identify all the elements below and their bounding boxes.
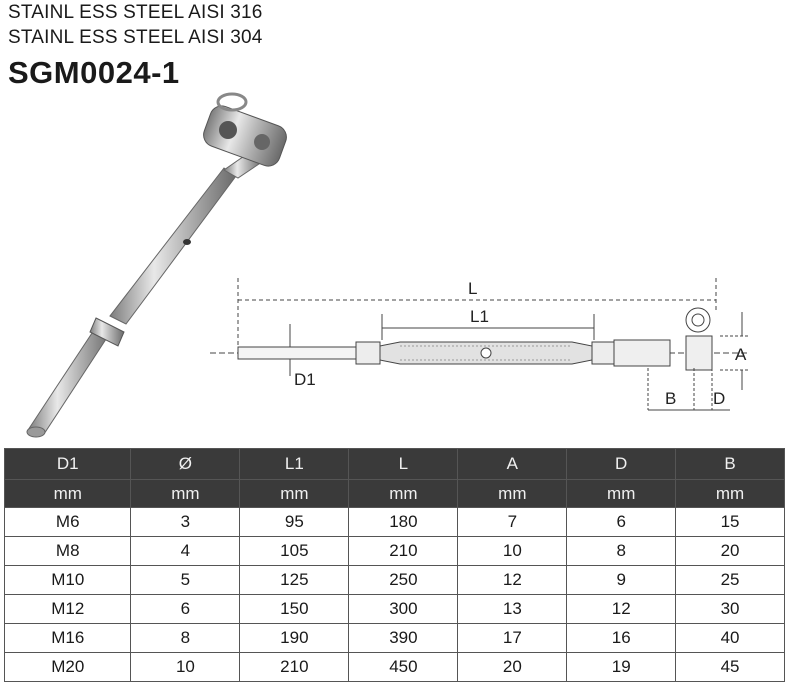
- dim-label-a: A: [735, 345, 747, 364]
- header-row: D1 Ø L1 L A D B: [3, 448, 785, 480]
- col-header: A: [457, 448, 568, 480]
- table-cell: 300: [348, 594, 459, 624]
- table-row: M12 6 150 300 13 12 30: [3, 594, 785, 624]
- dim-label-l1: L1: [470, 307, 489, 326]
- table-cell: 17: [457, 623, 568, 653]
- table-cell: 40: [675, 623, 785, 653]
- table-cell: M8: [3, 536, 132, 566]
- table-cell: 450: [348, 652, 459, 682]
- spec-line-aisi304: STAINL ESS STEEL AISI 304: [8, 27, 263, 48]
- model-number: SGM0024-1: [8, 55, 180, 90]
- table-cell: 20: [457, 652, 568, 682]
- table-cell: M20: [3, 652, 132, 682]
- table-cell: 9: [566, 565, 677, 595]
- turnbuckle-photo: [26, 92, 287, 438]
- table-cell: M12: [3, 594, 132, 624]
- table-row: M8 4 105 210 10 8 20: [3, 536, 785, 566]
- table-cell: 95: [239, 507, 350, 537]
- table-cell: 10: [457, 536, 568, 566]
- table-cell: 150: [239, 594, 350, 624]
- table-cell: 10: [130, 652, 241, 682]
- table-cell: 12: [457, 565, 568, 595]
- table-cell: 8: [130, 623, 241, 653]
- table-cell: 210: [239, 652, 350, 682]
- table-cell: 20: [675, 536, 785, 566]
- table-cell: 15: [675, 507, 785, 537]
- table-cell: 30: [675, 594, 785, 624]
- table-cell: 19: [566, 652, 677, 682]
- col-header: L: [348, 448, 459, 480]
- dim-label-b: B: [665, 389, 677, 408]
- table-cell: 4: [130, 536, 241, 566]
- table-cell: 180: [348, 507, 459, 537]
- table-cell: 16: [566, 623, 677, 653]
- table-cell: 390: [348, 623, 459, 653]
- table-cell: 45: [675, 652, 785, 682]
- units-row: mm mm mm mm mm mm mm: [3, 479, 785, 508]
- table-cell: 25: [675, 565, 785, 595]
- dimension-drawing: [210, 278, 750, 411]
- table-cell: 250: [348, 565, 459, 595]
- dim-label-d1: D1: [294, 370, 316, 389]
- table-cell: 3: [130, 507, 241, 537]
- unit-cell: mm: [675, 479, 785, 508]
- unit-cell: mm: [239, 479, 350, 508]
- col-header: D: [566, 448, 677, 480]
- table-cell: 6: [130, 594, 241, 624]
- unit-cell: mm: [3, 479, 132, 508]
- table-cell: 125: [239, 565, 350, 595]
- table-cell: 190: [239, 623, 350, 653]
- col-header: Ø: [130, 448, 241, 480]
- dim-label-d: D: [713, 389, 726, 408]
- unit-cell: mm: [566, 479, 677, 508]
- table-row: M6 3 95 180 7 6 15: [3, 507, 785, 537]
- table-row: M20 10 210 450 20 19 45: [3, 652, 785, 682]
- table-cell: 6: [566, 507, 677, 537]
- table-cell: 7: [457, 507, 568, 537]
- unit-cell: mm: [130, 479, 241, 508]
- table-cell: M6: [3, 507, 132, 537]
- table-cell: 210: [348, 536, 459, 566]
- spec-line-aisi316: STAINL ESS STEEL AISI 316: [8, 2, 263, 23]
- unit-cell: mm: [457, 479, 568, 508]
- table-row: M10 5 125 250 12 9 25: [3, 565, 785, 595]
- table-row: M16 8 190 390 17 16 40: [3, 623, 785, 653]
- col-header: D1: [3, 448, 132, 480]
- col-header: L1: [239, 448, 350, 480]
- table-cell: 5: [130, 565, 241, 595]
- table-cell: 13: [457, 594, 568, 624]
- table-cell: M10: [3, 565, 132, 595]
- table-cell: 8: [566, 536, 677, 566]
- spec-table: D1 Ø L1 L A D B mm mm mm mm mm mm mm M6 …: [3, 448, 785, 682]
- col-header: B: [675, 448, 785, 480]
- dim-label-l: L: [468, 279, 478, 298]
- table-cell: M16: [3, 623, 132, 653]
- table-cell: 105: [239, 536, 350, 566]
- table-cell: 12: [566, 594, 677, 624]
- unit-cell: mm: [348, 479, 459, 508]
